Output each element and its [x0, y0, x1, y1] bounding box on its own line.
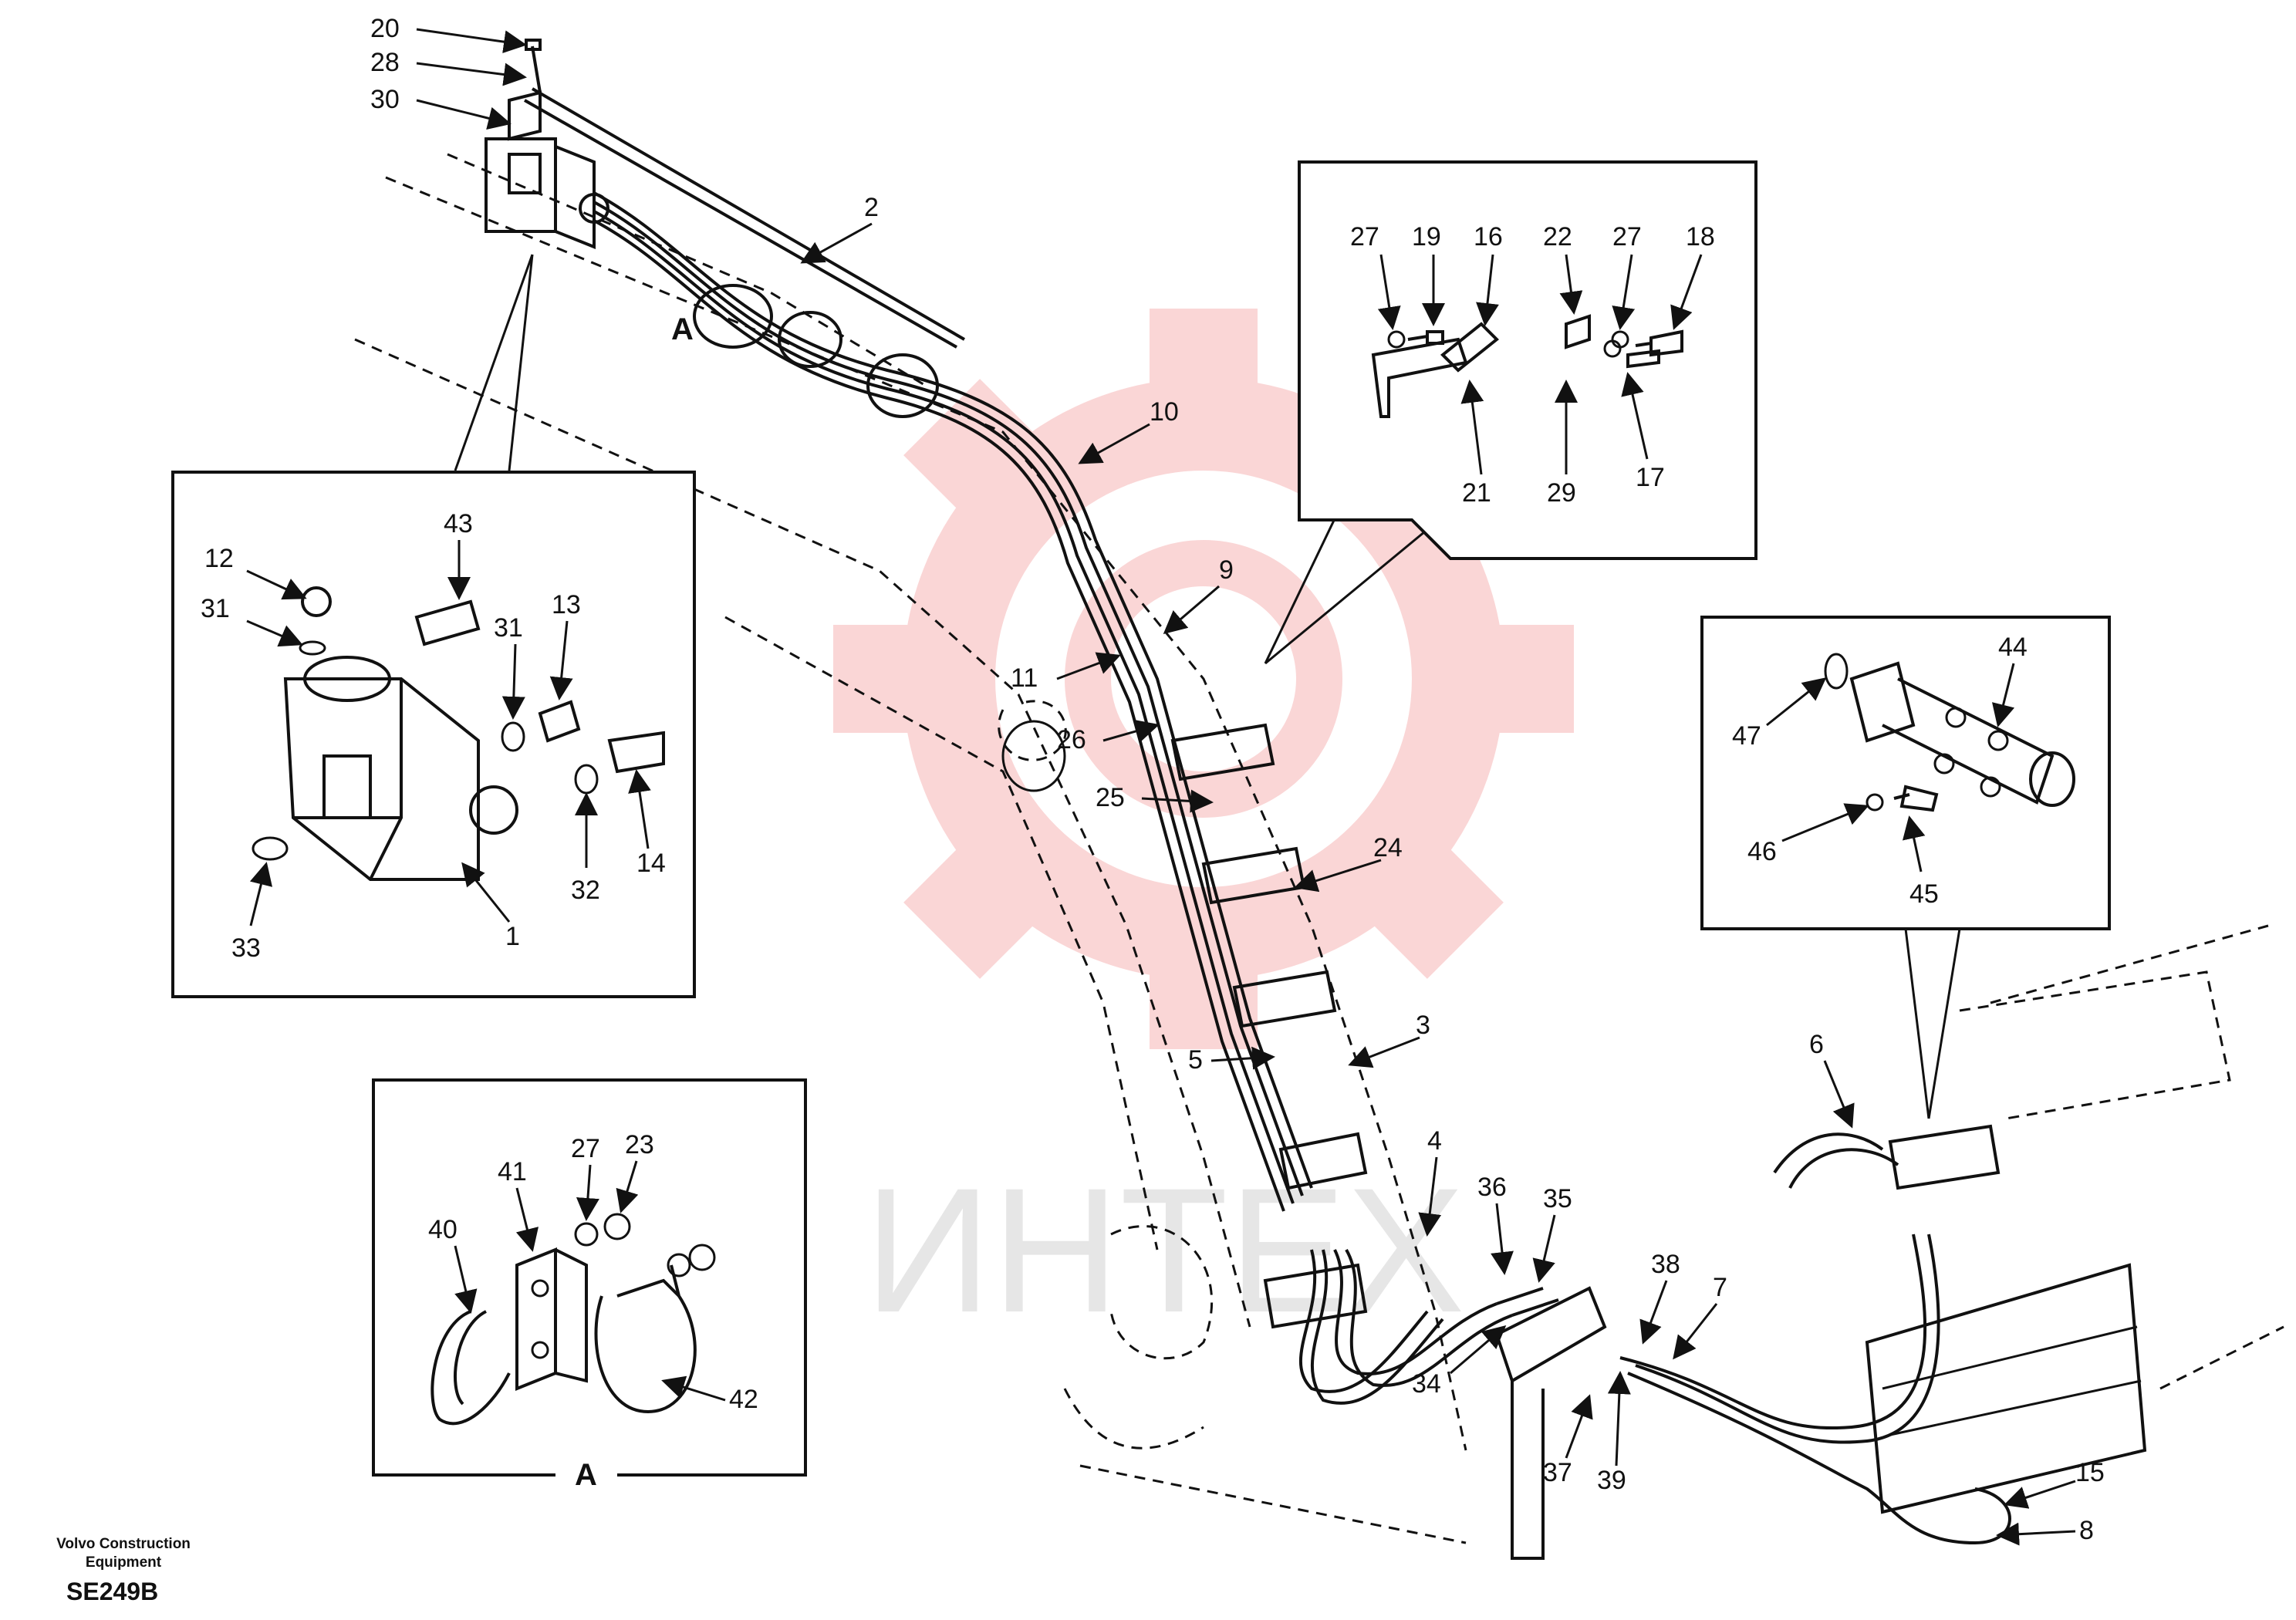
inset-valve-detail: 43 12 31 31 13 14 32 33 1: [171, 471, 696, 998]
callout-20: 20: [370, 14, 400, 43]
callout-14: 14: [636, 849, 666, 878]
callout-47: 47: [1732, 721, 1761, 751]
callout-12: 12: [204, 544, 234, 573]
callout-42: 42: [729, 1385, 758, 1414]
callout-7: 7: [1713, 1273, 1727, 1302]
callout-24: 24: [1373, 833, 1403, 862]
detail-marker-a: A: [671, 312, 694, 346]
callout-4: 4: [1427, 1126, 1442, 1156]
callout-1: 1: [505, 922, 520, 951]
callout-8: 8: [2079, 1516, 2094, 1545]
callout-38: 38: [1651, 1250, 1680, 1279]
callout-18: 18: [1686, 222, 1715, 251]
mount-bracket: [1494, 1286, 1607, 1560]
callout-41: 41: [498, 1157, 527, 1186]
callout-34: 34: [1412, 1369, 1441, 1399]
callout-23: 23: [625, 1130, 654, 1159]
callout-9: 9: [1219, 555, 1234, 585]
diagram-code: SE249B: [66, 1578, 159, 1605]
callout-31b: 31: [494, 613, 523, 643]
inset-clamp-detail: 27 19 16 22 27 18 21 29 17: [1298, 160, 1757, 560]
inset-a-label: A: [575, 1458, 597, 1492]
callout-10: 10: [1150, 397, 1179, 427]
watermark-text: ИНТЕХ: [864, 1151, 1465, 1349]
hydraulic-pipes: [524, 87, 1313, 1212]
main-callouts: 20 28 30 2 10 9 11 26 25 24 3 5 4 36 35 …: [370, 14, 2105, 1546]
callout-44: 44: [1998, 633, 2028, 662]
callout-15: 15: [2075, 1458, 2105, 1487]
inset-manifold-detail: 44 47 46 45: [1700, 616, 2111, 1119]
callout-30: 30: [370, 85, 400, 114]
callout-28: 28: [370, 48, 400, 77]
callout-13: 13: [552, 590, 581, 619]
callout-37: 37: [1543, 1458, 1572, 1487]
callout-31a: 31: [201, 594, 230, 623]
company-name: Volvo Construction Equipment: [56, 1536, 191, 1571]
callout-21: 21: [1462, 478, 1491, 508]
callout-27a: 27: [1350, 222, 1379, 251]
callout-46: 46: [1747, 837, 1777, 866]
callout-17: 17: [1636, 463, 1665, 492]
callout-36: 36: [1477, 1173, 1507, 1202]
callout-25: 25: [1096, 783, 1125, 812]
callout-39: 39: [1597, 1466, 1626, 1495]
callout-5: 5: [1188, 1045, 1203, 1075]
callout-32: 32: [571, 876, 600, 905]
callout-29: 29: [1547, 478, 1576, 508]
pipe-clamps: [1170, 723, 1368, 1329]
lower-hoses: [1298, 1248, 1559, 1405]
callout-3: 3: [1416, 1011, 1430, 1040]
pilot-hoses: [1619, 1124, 2011, 1545]
control-valve: [1865, 1263, 2147, 1514]
callout-45: 45: [1909, 879, 1939, 909]
callout-35: 35: [1543, 1184, 1572, 1213]
callout-11: 11: [1011, 663, 1038, 693]
callout-26: 26: [1057, 725, 1086, 754]
callout-33: 33: [231, 933, 261, 963]
callout-40: 40: [428, 1215, 458, 1244]
callout-6: 6: [1809, 1030, 1824, 1059]
callout-27b: 27: [1612, 222, 1642, 251]
callout-2: 2: [864, 193, 879, 222]
inset-a-clip-detail: 41 27 23 40 42 A: [372, 1078, 807, 1492]
callout-22: 22: [1543, 222, 1572, 251]
callout-27c: 27: [571, 1134, 600, 1163]
callout-43: 43: [444, 509, 473, 538]
callout-19: 19: [1412, 222, 1441, 251]
callout-16: 16: [1474, 222, 1503, 251]
